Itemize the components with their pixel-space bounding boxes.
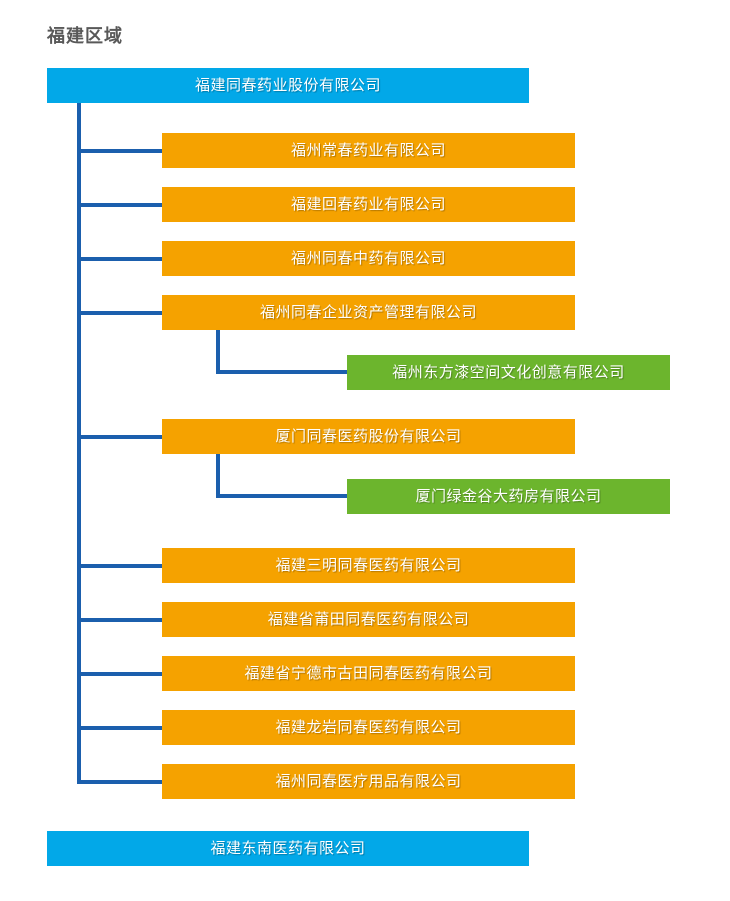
connector-child-5 <box>77 435 162 439</box>
org-node-grandchild-2[interactable]: 厦门绿金谷大药房有限公司 <box>347 479 670 514</box>
connector-child-4 <box>77 311 162 315</box>
org-node-child-9[interactable]: 福建龙岩同春医药有限公司 <box>162 710 575 745</box>
connector-child-7 <box>77 618 162 622</box>
org-node-child-3[interactable]: 福州同春中药有限公司 <box>162 241 575 276</box>
org-node-child-6[interactable]: 福建三明同春医药有限公司 <box>162 548 575 583</box>
connector-child-10 <box>77 780 162 784</box>
org-node-grandchild-1[interactable]: 福州东方漆空间文化创意有限公司 <box>347 355 670 390</box>
connector-child-6 <box>77 564 162 568</box>
org-node-child-5[interactable]: 厦门同春医药股份有限公司 <box>162 419 575 454</box>
org-node-sibling[interactable]: 福建东南医药有限公司 <box>47 831 529 866</box>
page-title: 福建区域 <box>47 26 123 46</box>
org-node-child-10[interactable]: 福州同春医疗用品有限公司 <box>162 764 575 799</box>
org-node-child-8[interactable]: 福建省宁德市古田同春医药有限公司 <box>162 656 575 691</box>
connector-grandchild-2-vertical <box>216 454 220 498</box>
connector-child-3 <box>77 257 162 261</box>
trunk-line-vertical <box>77 103 81 782</box>
connector-child-1 <box>77 149 162 153</box>
connector-grandchild-1-horizontal <box>216 370 351 374</box>
org-node-child-2[interactable]: 福建回春药业有限公司 <box>162 187 575 222</box>
org-node-child-4[interactable]: 福州同春企业资产管理有限公司 <box>162 295 575 330</box>
connector-child-8 <box>77 672 162 676</box>
connector-child-9 <box>77 726 162 730</box>
org-node-child-7[interactable]: 福建省莆田同春医药有限公司 <box>162 602 575 637</box>
connector-grandchild-1-vertical <box>216 330 220 374</box>
connector-child-2 <box>77 203 162 207</box>
connector-grandchild-2-horizontal <box>216 494 351 498</box>
org-node-child-1[interactable]: 福州常春药业有限公司 <box>162 133 575 168</box>
org-node-root[interactable]: 福建同春药业股份有限公司 <box>47 68 529 103</box>
